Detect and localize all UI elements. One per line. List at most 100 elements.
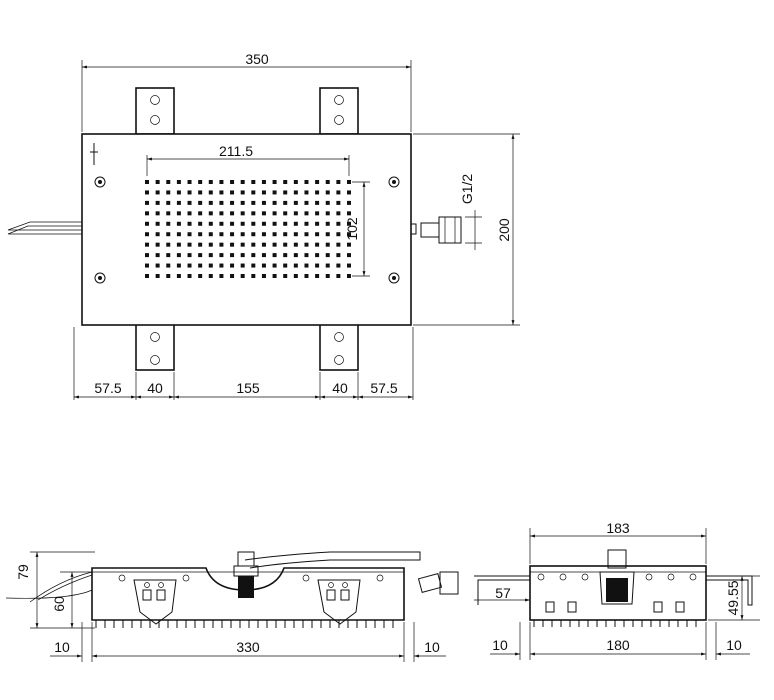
nozzle: [166, 200, 171, 205]
nozzle: [187, 200, 192, 205]
nozzle: [283, 242, 288, 247]
nozzle: [187, 232, 192, 237]
nozzle: [261, 274, 266, 278]
nozzle: [176, 200, 181, 205]
dim-nozzle-width: 211.5: [219, 143, 253, 159]
bracket-bottom-right: [319, 323, 359, 371]
bracket-bottom-left: [135, 323, 175, 371]
nozzle: [336, 211, 341, 216]
dim-front-left-margin: 10: [54, 639, 70, 655]
dim-bottom-3: 155: [236, 380, 260, 396]
nozzle: [145, 242, 149, 247]
nozzle: [261, 263, 266, 268]
nozzle: [219, 221, 224, 226]
nozzle: [283, 274, 288, 278]
dim-nozzle-height: 102: [344, 217, 360, 241]
nozzle: [176, 242, 181, 247]
nozzle: [293, 263, 298, 268]
nozzle: [198, 211, 203, 216]
nozzle: [155, 180, 160, 184]
nozzle: [272, 200, 277, 205]
nozzle: [166, 242, 171, 247]
nozzle: [176, 274, 181, 278]
nozzle: [251, 263, 256, 268]
nozzle: [293, 242, 298, 247]
nozzle: [251, 180, 256, 184]
nozzle: [240, 190, 245, 195]
cable-left: [7, 221, 82, 235]
nozzle: [230, 190, 235, 195]
nozzle: [198, 180, 203, 184]
front-bracket-left: [133, 579, 177, 625]
nozzle: [293, 190, 298, 195]
nozzle: [325, 274, 330, 278]
dim-overall-width: 350: [245, 51, 269, 67]
nozzle: [219, 180, 224, 184]
nozzle: [187, 253, 192, 258]
nozzle: [219, 242, 224, 247]
nozzle: [336, 200, 341, 205]
nozzle: [283, 221, 288, 226]
nozzle: [166, 190, 171, 195]
nozzle: [208, 253, 213, 258]
nozzle: [325, 242, 330, 247]
nozzle: [187, 274, 192, 278]
nozzle: [208, 263, 213, 268]
dim-inlet-thread: G1/2: [459, 174, 475, 205]
nozzle: [315, 211, 320, 216]
nozzle: [198, 221, 203, 226]
cooling-fins: [95, 620, 394, 628]
nozzle: [325, 200, 330, 205]
dim-side-flange: 57: [495, 585, 511, 601]
nozzle: [272, 263, 277, 268]
nozzle: [145, 263, 149, 268]
nozzle: [166, 263, 171, 268]
nozzle: [272, 190, 277, 195]
nozzle: [219, 263, 224, 268]
nozzle: [283, 263, 288, 268]
nozzle: [240, 242, 245, 247]
dim-side-left-margin: 10: [492, 637, 508, 653]
nozzle: [261, 242, 266, 247]
nozzle: [208, 221, 213, 226]
corner-screws: [94, 176, 400, 284]
nozzle: [145, 274, 149, 278]
nozzle: [198, 200, 203, 205]
bracket-top-left: [135, 87, 175, 135]
nozzle: [240, 253, 245, 258]
nozzle: [261, 211, 266, 216]
nozzle: [336, 253, 341, 258]
nozzle: [155, 190, 160, 195]
nozzle: [315, 253, 320, 258]
nozzle: [219, 253, 224, 258]
nozzle: [240, 221, 245, 226]
nozzle: [251, 200, 256, 205]
nozzle: [293, 253, 298, 258]
nozzle: [293, 211, 298, 216]
nozzle: [325, 190, 330, 195]
nozzle: [304, 180, 309, 184]
nozzle: [155, 200, 160, 205]
nozzle: [208, 274, 213, 278]
nozzle: [145, 221, 149, 226]
nozzle: [283, 232, 288, 237]
nozzle: [230, 274, 235, 278]
nozzle: [293, 232, 298, 237]
dim-front-right-margin: 10: [424, 639, 440, 655]
nozzle: [187, 190, 192, 195]
nozzle: [347, 253, 351, 258]
nozzle: [251, 221, 256, 226]
nozzle: [240, 180, 245, 184]
dim-side-width-top: 183: [606, 520, 630, 536]
dim-side-right-margin: 10: [726, 637, 742, 653]
nozzle: [315, 263, 320, 268]
dim-bottom-2: 40: [147, 380, 163, 396]
nozzle: [283, 253, 288, 258]
nozzle: [347, 232, 351, 237]
nozzle: [230, 221, 235, 226]
dim-overall-height: 200: [496, 218, 512, 242]
nozzle: [304, 232, 309, 237]
nozzle: [176, 190, 181, 195]
nozzle: [155, 242, 160, 247]
nozzle: [336, 190, 341, 195]
